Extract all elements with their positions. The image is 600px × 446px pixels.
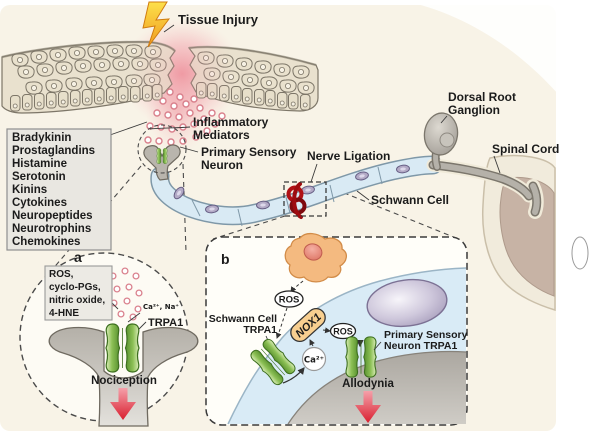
ligation-zoom-rect (283, 181, 327, 217)
wound-glow-over (127, 24, 237, 124)
schwann-trpa1-label: Schwann Cell (209, 313, 277, 325)
mediator-item: Prostaglandins (12, 145, 95, 157)
schwann-trpa1-label: TRPA1 (243, 324, 277, 336)
mediator-item: Cytokines (12, 197, 67, 209)
central-axon (426, 158, 544, 219)
schwann-cell-nucleus-large (366, 278, 448, 328)
neuron-trpa1-label: Neuron TRPA1 (384, 340, 457, 352)
spinal-cord-label: Spinal Cord (492, 142, 559, 156)
inflammatory-mediators-label: Inflammatory (193, 115, 269, 129)
primary-sensory-neuron-body (288, 351, 466, 424)
mediator-item: Neurotrophins (12, 223, 91, 235)
nerve-ending-membrane (48, 326, 199, 427)
lightning-bolt-icon (142, 1, 171, 48)
dorsal-root-ganglion (423, 112, 459, 171)
ros-label-1: ROS (279, 295, 300, 306)
schwann-cell-label: Schwann Cell (371, 193, 449, 207)
calcium-label: Ca²⁺ (304, 356, 324, 366)
inflammatory-mediators-label: Mediators (193, 128, 250, 142)
ros-bubble-2 (329, 322, 357, 340)
primary-sensory-neuron-label: Neuron (201, 158, 243, 172)
trpa1-channel-panel-a (106, 324, 139, 372)
mediator-item: Bradykinin (12, 132, 71, 144)
panel-b-letter: b (221, 251, 230, 267)
nerve-ligation-label: Nerve Ligation (307, 149, 390, 163)
ros-bubble-1 (274, 290, 304, 308)
mediator-item: Chemokines (12, 236, 80, 248)
mediator-item: Neuropeptides (12, 210, 93, 222)
dorsal-root-ganglion-label: Dorsal Root (448, 90, 516, 104)
primary-sensory-neuron-label: Primary Sensory (201, 145, 297, 159)
mediator-item: Kinins (12, 184, 47, 196)
panel-a-mediator-dots (109, 267, 143, 321)
dorsal-root-ganglion-label: Ganglion (448, 103, 500, 117)
peripheral-nerve-axon (150, 155, 443, 227)
panel-a-agent: 4-HNE (49, 308, 79, 319)
nox1-enzyme: NOX1 (290, 307, 326, 343)
trpa1-channel-terminal (157, 148, 168, 163)
mediator-list-box: Bradykinin Prostaglandins Histamine Sero… (6, 121, 148, 251)
panel-a-agents-box (44, 265, 113, 321)
panel-b-allodynia: b ROS Schwann Cell TRPA1 NOX1 ROS (205, 232, 468, 426)
panel-a-agent: nitric oxide, (49, 295, 105, 306)
macrophage-nucleus (303, 243, 323, 261)
calcium-bubble (301, 346, 327, 372)
neuron-trpa1-label: Primary Sensory (384, 329, 468, 341)
trpa1-channel-neuron (346, 337, 376, 377)
main-labels: Tissue Injury Inflammatory Mediators Pri… (149, 12, 559, 207)
background-fade (400, 0, 600, 150)
ion-label: Ca²⁺, Na⁺ (143, 303, 179, 311)
panel-a-nociception: a ROS, cyclo-PGs, nitric oxide, 4-HNE Ca… (19, 249, 199, 427)
margin-ellipse (571, 236, 589, 270)
trpa1-label-panel-a: TRPA1 (148, 317, 183, 329)
mediator-item: Serotonin (12, 171, 66, 183)
nerve-ligation-knot (283, 181, 327, 219)
allodynia-label: Allodynia (342, 378, 394, 390)
macrophage (284, 232, 347, 283)
drg-nucleus (439, 132, 455, 148)
inflammatory-mediator-dots (144, 88, 226, 146)
panel-a-letter: a (74, 249, 82, 265)
panel-a-agent: ROS, (49, 269, 74, 280)
nociception-label: Nociception (91, 375, 157, 387)
mediator-item: Histamine (12, 158, 67, 170)
ros-label-2: ROS (333, 327, 353, 337)
panel-a-agent: cyclo-PGs, (49, 282, 101, 293)
tissue-injury-label: Tissue Injury (178, 12, 259, 27)
